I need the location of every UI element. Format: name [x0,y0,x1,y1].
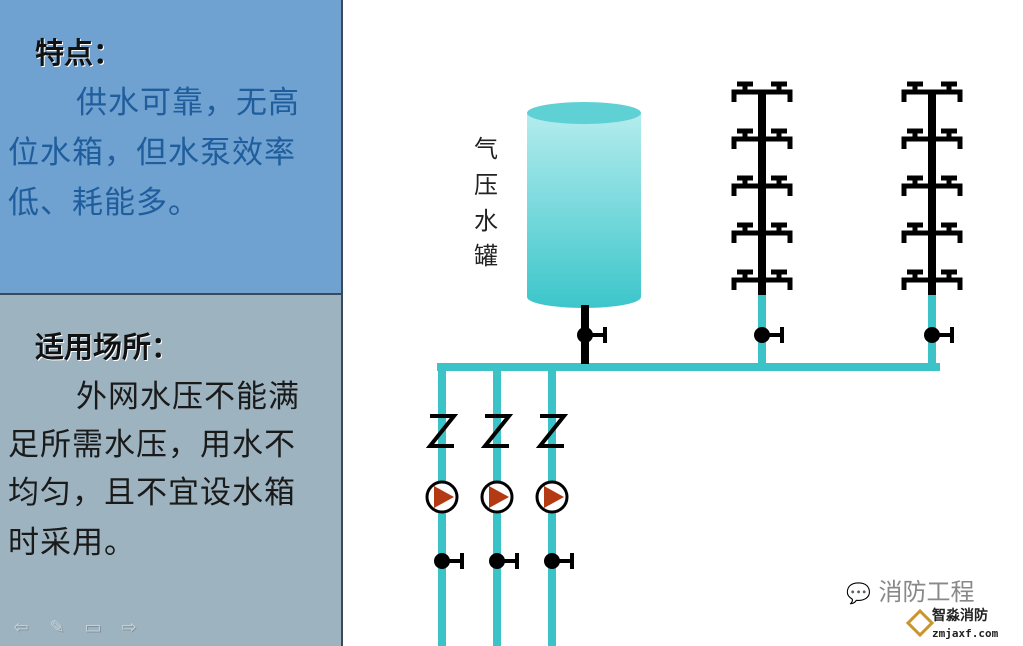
wechat-icon: 💬 [846,581,871,605]
applicability-line: 外网水压不能满 [76,379,300,415]
arrow-left-icon[interactable]: ⇦ [13,617,29,638]
slide-nav: ⇦ ✎ ▭ ⇨ [10,617,140,639]
menu-icon[interactable]: ▭ [84,617,102,638]
pressure-tank [527,102,641,364]
tank-label-char: 水 [474,207,498,235]
applicability-heading: 适用场所： [35,330,181,364]
features-line: 供水可靠，无高 [76,85,300,121]
watermark-brand: 智淼消防 [932,608,988,624]
tank-label-char: 气 [474,135,498,163]
riser-1 [734,84,790,345]
tank-label-char: 压 [474,171,498,199]
arrow-right-icon[interactable]: ⇨ [121,617,137,638]
applicability-panel: 适用场所： 外网水压不能满 足所需水压，用水不 均匀，且不宜设水箱 时采用。 [0,295,343,646]
applicability-line: 时采用。 [8,525,136,561]
applicability-line: 均匀，且不宜设水箱 [8,475,296,511]
features-heading: 特点： [35,36,123,70]
features-line: 位水箱，但水泵效率 [8,135,296,171]
features-line: 低、耗能多。 [8,185,200,221]
applicability-line: 足所需水压，用水不 [8,427,296,463]
watermark-site: zmjaxf.com [932,627,999,640]
riser-2 [904,84,960,345]
features-panel: 特点： 供水可靠，无高 位水箱，但水泵效率 低、耗能多。 [0,0,343,295]
watermark-account: 💬 消防工程 [846,578,975,606]
tank-label-char: 罐 [474,242,498,270]
pen-icon[interactable]: ✎ [49,617,65,638]
watermark-account-text: 消防工程 [878,578,975,606]
